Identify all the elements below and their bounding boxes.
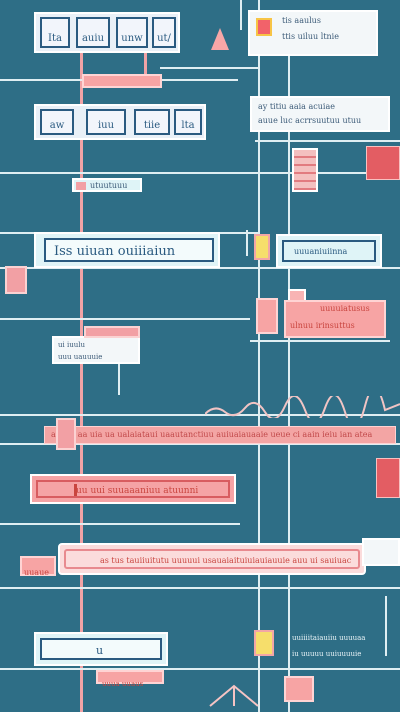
small-box-line: uuu uauuuie bbox=[58, 353, 103, 362]
pink-box-text: uu uui suuaaaniuu atuunni bbox=[76, 486, 199, 496]
connector-horizontal bbox=[0, 587, 400, 589]
connector-horizontal bbox=[160, 67, 260, 69]
bottom-note-line: uuiiiitaiauiiu uuuuaa bbox=[292, 634, 366, 642]
right-mid-box-inner bbox=[282, 240, 376, 262]
connector-horizontal bbox=[0, 172, 400, 174]
connector-horizontal bbox=[0, 318, 250, 320]
bottom-note-line: iu uuuuu uuiuuuuie bbox=[292, 650, 362, 659]
connector-vertical bbox=[258, 0, 260, 712]
banner-tab bbox=[362, 538, 400, 566]
tent-icon bbox=[209, 684, 259, 707]
right-mid-box-label: uuuaniuiinna bbox=[294, 247, 348, 256]
info-card-line: ay titiu aaia acuiae bbox=[258, 102, 335, 111]
connector-vertical bbox=[240, 0, 242, 30]
pink-connector-vertical bbox=[80, 48, 83, 712]
bottom-note: uuiiiitaiauiiu uuuuaa iu uuuuu uuiuuuuie bbox=[292, 632, 388, 666]
tag-label: utuutuuu bbox=[90, 181, 128, 190]
connector-vertical bbox=[288, 12, 290, 712]
pink-chip bbox=[82, 74, 162, 88]
info-card-line: auue luc acrrsuutuu utuu bbox=[258, 115, 362, 125]
banner-handle bbox=[56, 418, 76, 450]
connector-horizontal bbox=[0, 443, 400, 445]
highlight-icon bbox=[254, 630, 274, 656]
note-icon bbox=[256, 18, 272, 36]
second-cell-row: aw iuu tiie lta bbox=[34, 104, 206, 140]
note-line: tis aaulus bbox=[282, 16, 321, 25]
tag-marker bbox=[76, 182, 86, 190]
long-banner-2-inner bbox=[64, 549, 360, 569]
note-line: ttis uiluu ltnie bbox=[282, 31, 339, 41]
bottom-box-sub-text: uuua uuaus bbox=[102, 680, 144, 688]
pink-block bbox=[256, 298, 278, 334]
connector-horizontal bbox=[0, 668, 400, 670]
connector-vertical bbox=[118, 340, 120, 395]
bottom-box-sub: uuua uuaus bbox=[96, 670, 164, 688]
top-cell[interactable]: ut/ bbox=[152, 17, 176, 48]
status-chip-red bbox=[376, 458, 400, 498]
center-box-inner bbox=[44, 238, 214, 262]
pink-box-wide[interactable]: uu uui suuaaaniuu atuunni bbox=[30, 474, 236, 504]
long-banner-1[interactable]: auicie aa uia ua ualaiataui uaautanctiuu… bbox=[44, 426, 396, 444]
top-cell-row: Ita auiu unw ut/ bbox=[34, 12, 180, 53]
connector-horizontal bbox=[0, 523, 240, 525]
left-tag[interactable]: uuaue bbox=[20, 556, 56, 577]
connector-vertical bbox=[385, 596, 387, 656]
small-box-icon bbox=[84, 326, 140, 338]
small-box-line: ui iuulu bbox=[58, 341, 85, 349]
top-cell[interactable]: Ita bbox=[40, 17, 70, 48]
tag-small-left: utuutuuu bbox=[72, 178, 142, 192]
right-card-2: uuuuiatusus ulnuu irinsuttus bbox=[284, 300, 386, 338]
second-cell[interactable]: aw bbox=[40, 109, 74, 135]
second-cell[interactable]: lta bbox=[174, 109, 202, 135]
connector-vertical bbox=[246, 230, 248, 256]
left-tag-label: uuaue bbox=[24, 568, 49, 577]
bottom-box-inner bbox=[40, 638, 162, 660]
long-banner-2-text: as tus tauiiuitutu uuuuui usauaiaituiuia… bbox=[100, 556, 354, 565]
note-card-top: tis aaulus ttis uiluu ltnie bbox=[248, 10, 378, 56]
side-doc-icon bbox=[5, 266, 27, 294]
pink-box-marker bbox=[74, 484, 77, 496]
connector-horizontal bbox=[0, 267, 400, 269]
info-card: ay titiu aaia acuiae auue luc acrrsuutuu… bbox=[250, 96, 390, 132]
top-cell[interactable]: unw bbox=[116, 17, 148, 48]
small-box-left: ui iuulu uuu uauuuie bbox=[52, 326, 140, 364]
right-card-2-line: uuuuiatusus bbox=[320, 304, 370, 313]
status-chip-red bbox=[366, 146, 400, 180]
marker-icon bbox=[211, 28, 229, 50]
long-banner-2[interactable]: as tus tauiiuitutu uuuuui usauaiaituiuia… bbox=[58, 543, 366, 575]
highlight-icon bbox=[254, 234, 270, 260]
side-label bbox=[0, 250, 2, 252]
bottom-doc-icon bbox=[284, 676, 314, 702]
center-box[interactable]: Iss uiuan ouiiiaiun bbox=[34, 232, 220, 268]
pink-connector-vertical-top bbox=[144, 52, 147, 74]
bottom-box-text: u bbox=[96, 644, 104, 657]
right-mid-box[interactable]: uuuaniuiinna bbox=[276, 234, 382, 268]
connector-horizontal bbox=[0, 414, 400, 416]
connector-horizontal bbox=[255, 140, 400, 142]
right-card-2-line: ulnuu irinsuttus bbox=[290, 321, 355, 330]
top-cell[interactable]: auiu bbox=[76, 17, 110, 48]
center-box-text: Iss uiuan ouiiiaiun bbox=[54, 244, 176, 259]
connector-horizontal bbox=[250, 340, 390, 342]
bottom-box[interactable]: u bbox=[34, 632, 168, 666]
pink-box-inner bbox=[36, 480, 230, 498]
second-cell[interactable]: tiie bbox=[134, 109, 170, 135]
second-cell[interactable]: iuu bbox=[86, 109, 126, 135]
document-icon bbox=[292, 148, 318, 192]
sketch-decoration bbox=[205, 396, 400, 418]
